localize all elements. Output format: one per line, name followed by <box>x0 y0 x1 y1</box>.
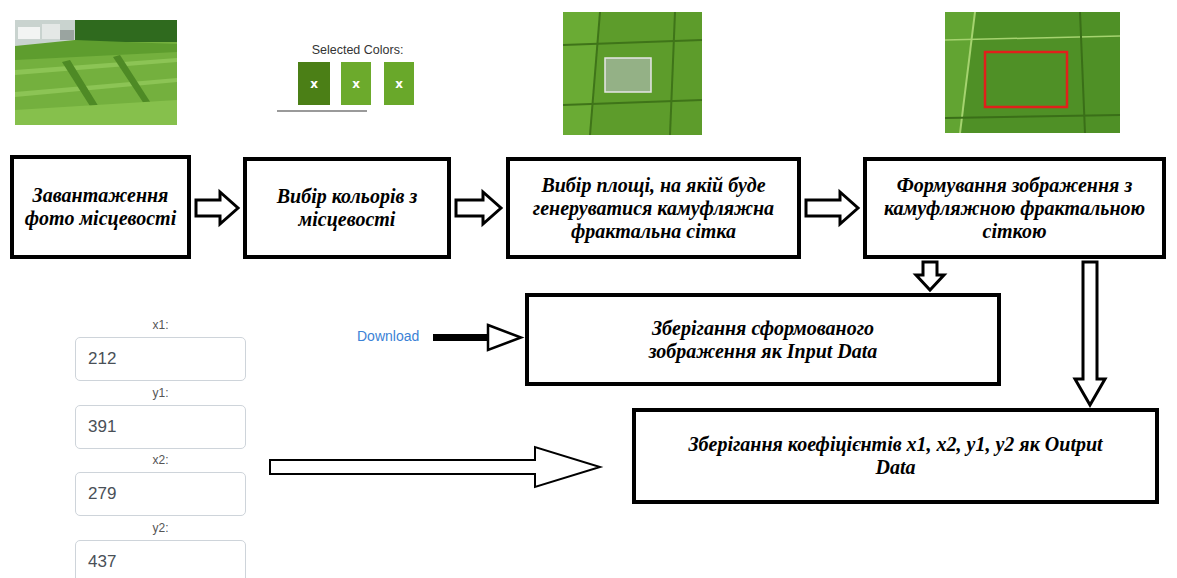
process-box: Завантаження фото місцевості <box>10 155 191 259</box>
field-label: x2: <box>76 453 245 467</box>
flow-arrow <box>916 262 944 290</box>
download-arrow-head <box>488 325 521 350</box>
field-value: 279 <box>76 473 245 515</box>
box-text: Завантаження фото місцевості <box>20 184 181 230</box>
process-box: Зберігання сформованого зображення як In… <box>525 293 1001 386</box>
color-swatch: x <box>341 62 371 105</box>
field-label: y1: <box>76 386 245 400</box>
field-value: 391 <box>76 406 245 448</box>
process-box: Вибір площі, на якій буде генеруватися к… <box>506 157 801 259</box>
process-box: Формування зображення з камуфляжною фрак… <box>863 157 1166 259</box>
flow-arrow <box>806 192 858 224</box>
flow-arrow <box>196 192 238 224</box>
result-photo <box>945 12 1120 133</box>
input-field: x1:212 <box>75 337 246 381</box>
field-label: x1: <box>76 318 245 332</box>
slider-line <box>277 110 367 112</box>
field-value: 212 <box>76 338 245 380</box>
flow-arrow <box>456 192 501 224</box>
input-field: x2:279 <box>75 472 246 516</box>
swatch-label: x <box>310 77 318 91</box>
download-arrow-shaft <box>433 334 490 341</box>
box-text: Вибір площі, на якій буде генеруватися к… <box>516 174 791 243</box>
field-value: 437 <box>76 541 245 578</box>
box-text: Зберігання сформованого зображення як In… <box>613 317 913 363</box>
field-label: y2: <box>76 521 245 535</box>
box-text: Вибір кольорів з місцевості <box>253 185 441 231</box>
process-box: Зберігання коефіцієнтів x1, x2, y1, y2 я… <box>632 408 1159 504</box>
download-link: Download <box>357 328 437 344</box>
caption-label: Selected Colors: <box>300 43 415 57</box>
input-field: y2:437 <box>75 540 246 578</box>
color-swatch: x <box>384 62 414 105</box>
box-text: Зберігання коефіцієнтів x1, x2, y1, y2 я… <box>686 433 1106 479</box>
area-photo <box>563 12 702 135</box>
swatch-label: x <box>352 77 360 91</box>
output-arrow <box>270 447 600 487</box>
box-text: Формування зображення з камуфляжною фрак… <box>873 174 1156 243</box>
swatch-label: x <box>395 77 403 91</box>
color-swatch: x <box>298 62 330 105</box>
flow-arrow <box>1075 262 1105 405</box>
input-field: y1:391 <box>75 405 246 449</box>
terrain-photo <box>15 20 177 125</box>
process-box: Вибір кольорів з місцевості <box>243 157 451 259</box>
